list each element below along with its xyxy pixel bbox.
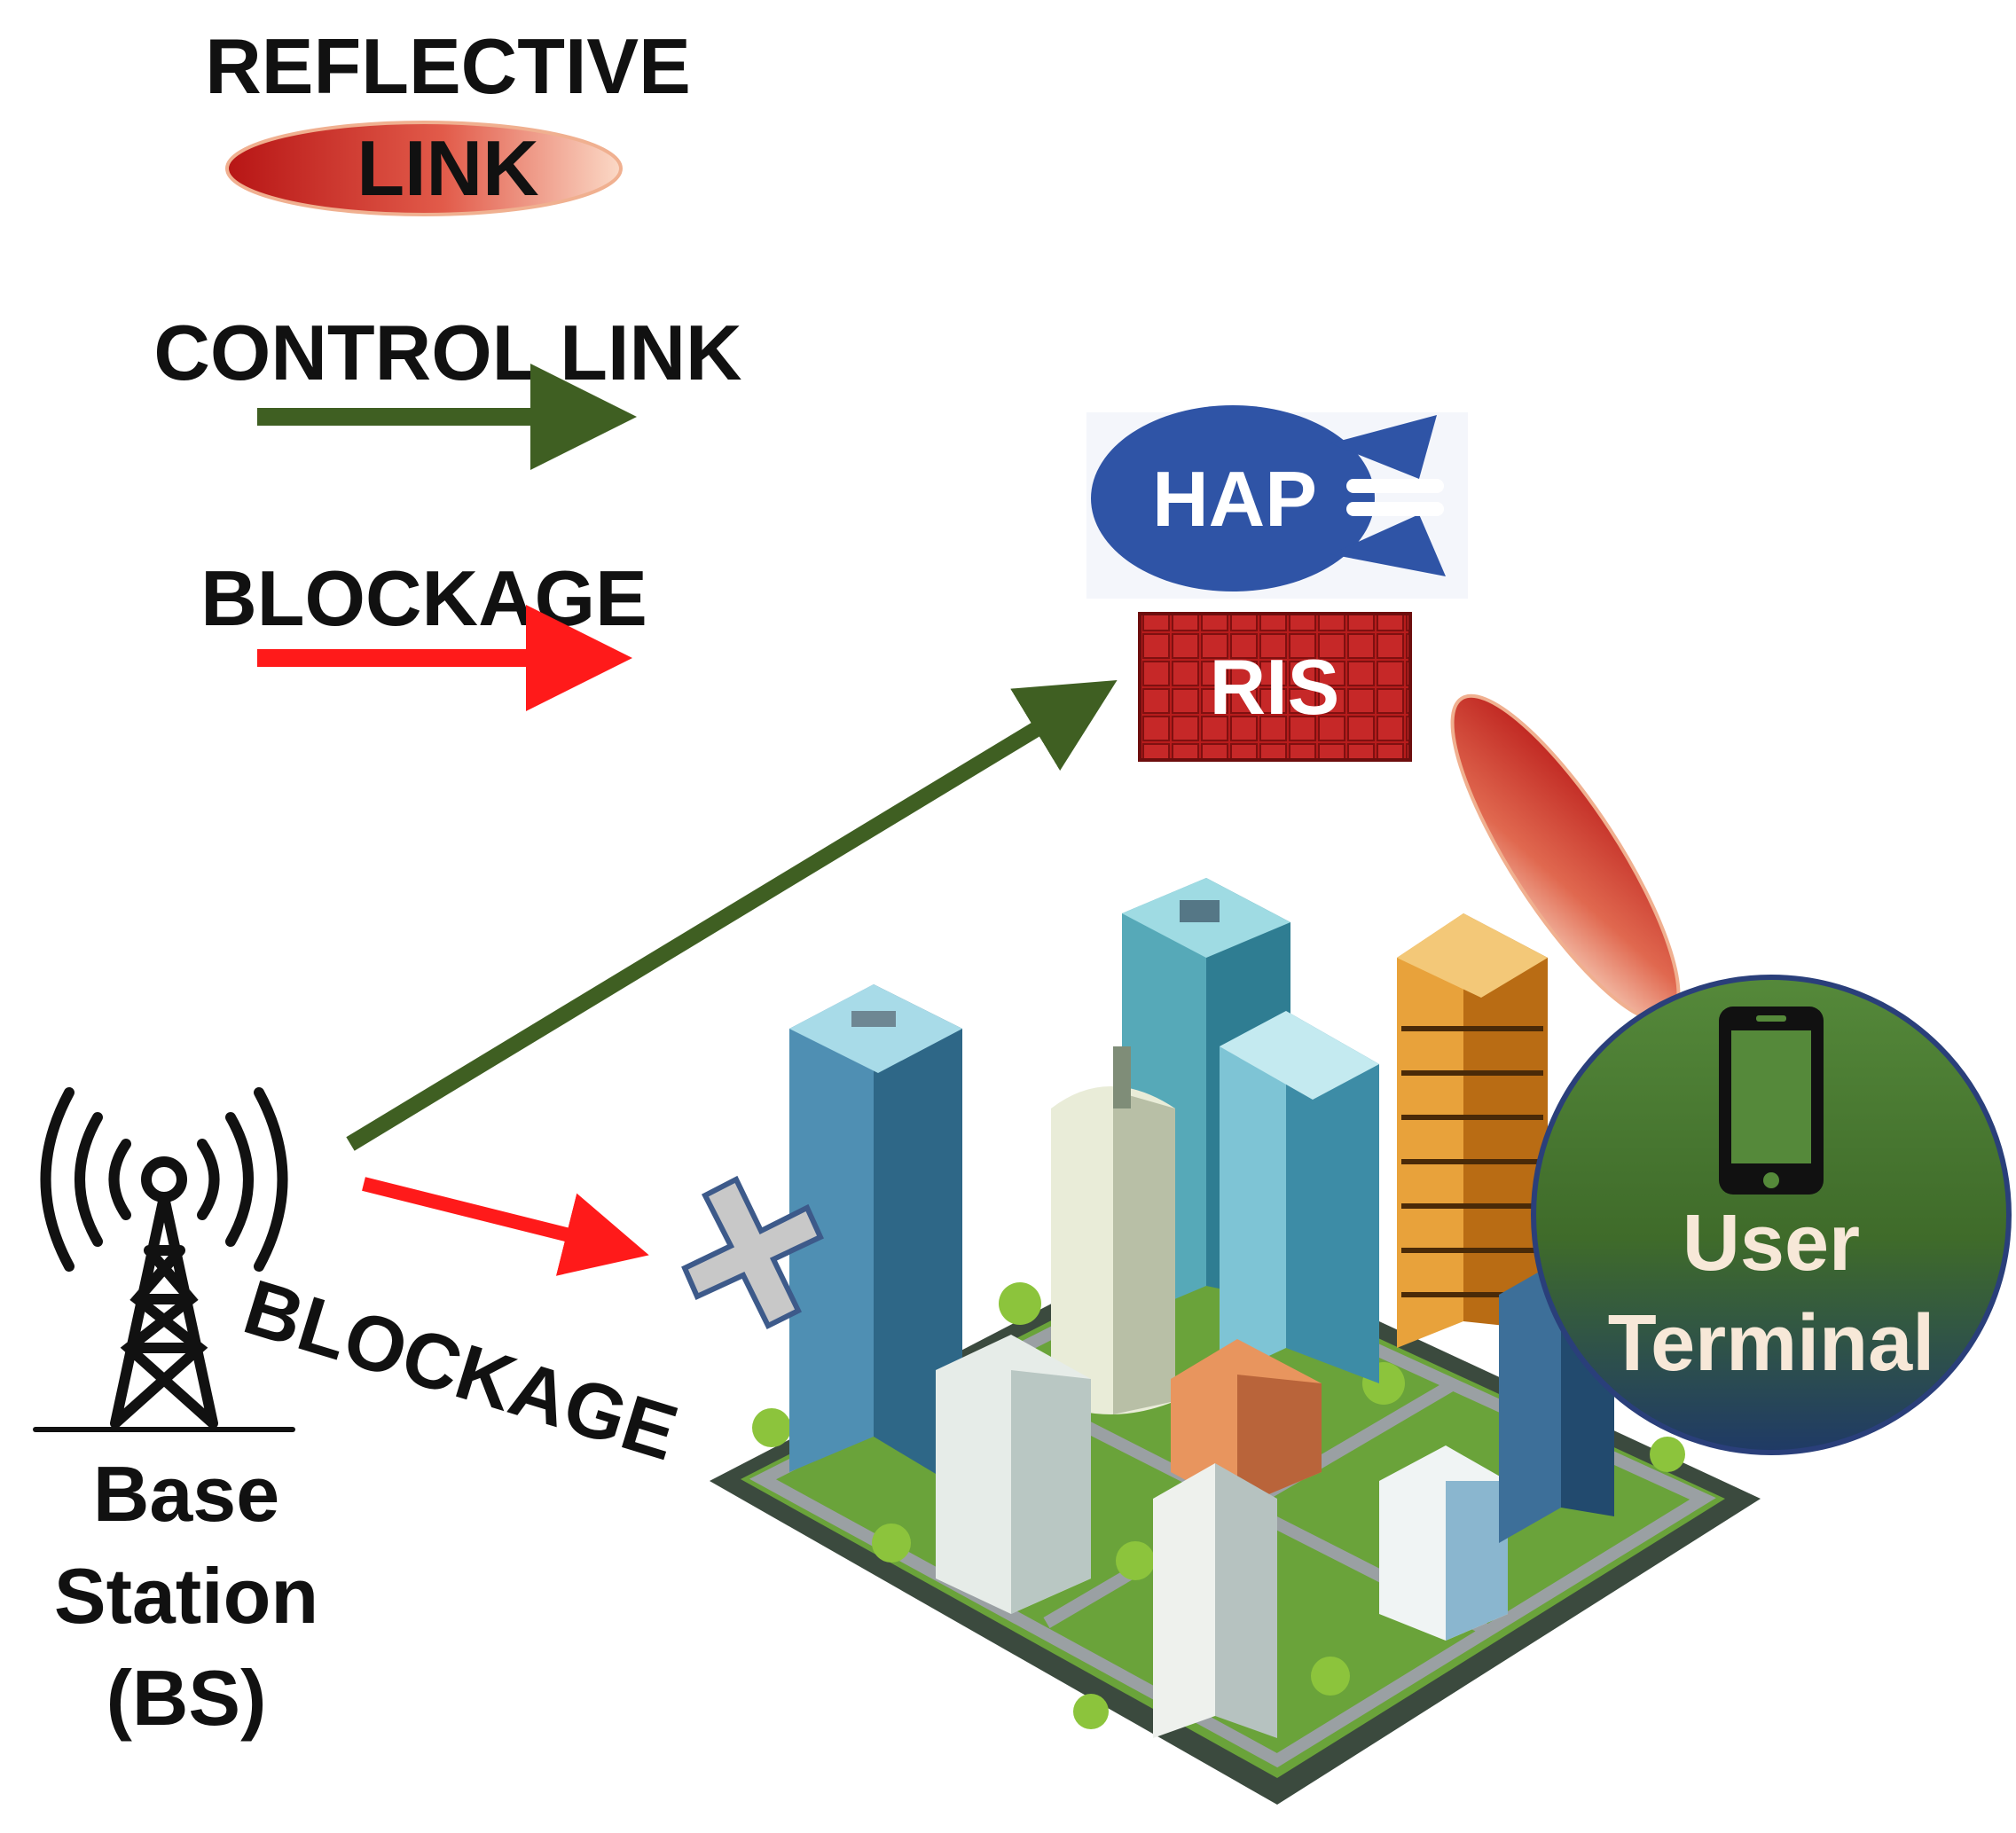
control-link-arrow [346,679,1118,1151]
base-station-lattice [110,1192,218,1429]
legend-reflective-label-top: REFLECTIVE [205,22,691,110]
ris-grid [1138,612,1412,762]
building-white-front-tower [1153,1463,1277,1738]
legend-reflective-label-bottom: LINK [357,124,538,212]
tree [1116,1541,1155,1580]
building-blue-tower [789,984,962,1490]
tree [1311,1657,1350,1696]
signal-wave-left-outer [40,1087,75,1272]
legend-reflective-swatch [225,121,623,216]
signal-wave-left-mid [75,1112,103,1247]
base-station-antenna-head [141,1156,187,1202]
signal-wave-left-inner [108,1139,131,1220]
hap-tail-stripe-2 [1346,502,1444,516]
base-station-label-line2: Station [54,1552,318,1640]
building-white-blue-right [1379,1445,1508,1641]
user-terminal-label-line1: User [1683,1199,1860,1288]
signal-wave-right-outer [254,1087,288,1272]
blockage-link-arrow [362,1177,649,1276]
building-orange-small [1171,1339,1322,1508]
ris-panel: RIS [1138,612,1412,762]
signal-wave-right-inner [197,1139,220,1220]
hap-tail-fin-bottom [1330,514,1446,576]
hap-balloon [1091,405,1375,591]
building-white-round-tower [1051,1046,1175,1414]
city-road-ring [749,1257,1716,1768]
ris-label: RIS [1210,643,1340,731]
legend-blockage-label: BLOCKAGE [200,554,647,642]
base-station-label-line3: (BS) [106,1654,267,1742]
hap-airship: HAP [1086,405,1468,599]
hap-tail-fin-top [1330,415,1437,479]
tree [752,1408,791,1447]
building-lightblue-tower [1220,1011,1379,1383]
building-orange-tower [1397,913,1548,1348]
user-terminal-circle [1531,975,2012,1455]
blockage-link-label: BLOCKAGE [234,1262,687,1477]
legend: REFLECTIVE LINK CONTROL LINK BLOCKAGE [153,22,742,711]
base-station-tower-icon [33,1087,295,1432]
tree [999,1282,1041,1325]
legend-control-label: CONTROL LINK [153,309,741,396]
base-station-label-line1: Base [93,1450,279,1538]
smartphone-icon [1719,1007,1824,1195]
city-illustration [710,878,1761,1805]
tree [1073,1694,1109,1729]
building-white-midrise [936,1335,1091,1614]
blocked-cross-icon [681,1175,824,1330]
tree [872,1524,911,1563]
signal-wave-right-mid [225,1112,254,1247]
user-terminal: User Terminal [1531,975,2012,1455]
user-terminal-label-line2: Terminal [1608,1299,1934,1388]
tree [1650,1437,1685,1472]
hap-label: HAP [1152,455,1317,543]
hap-tail-stripe-1 [1346,479,1444,493]
